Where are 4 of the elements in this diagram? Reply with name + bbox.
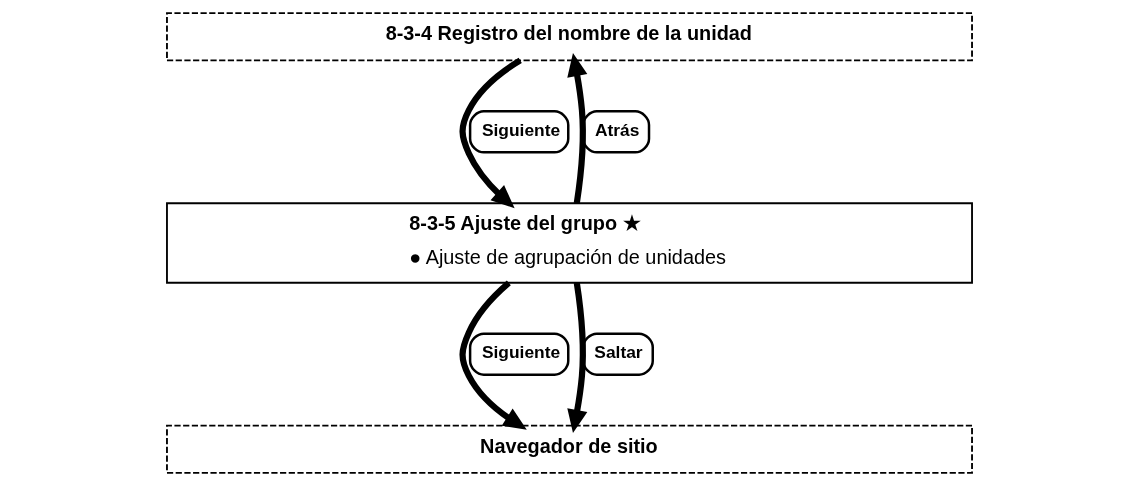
edge-label: Siguiente xyxy=(481,342,560,363)
edge-label: Siguiente xyxy=(481,119,560,140)
edge-label: Saltar xyxy=(593,342,643,363)
edge-label: Atrás xyxy=(594,119,639,140)
